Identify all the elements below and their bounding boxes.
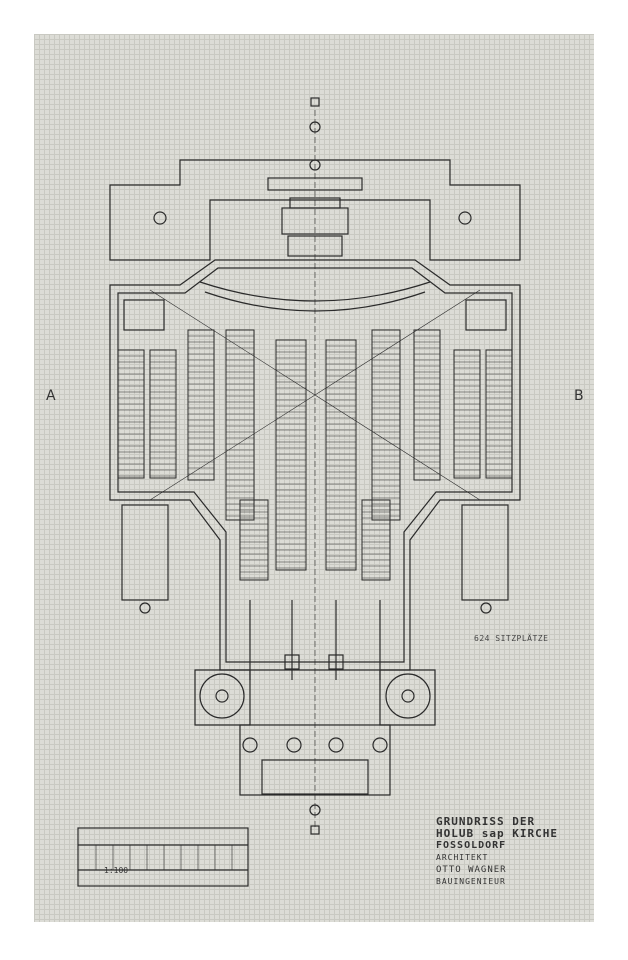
pew-block (325, 339, 357, 571)
pew-block (275, 339, 307, 571)
pew-blocks (117, 329, 513, 581)
scale-label: 1:100 (104, 866, 129, 875)
title-line: HOLUB sap KIRCHE (436, 827, 558, 840)
left-stair (121, 504, 169, 601)
portico (239, 724, 391, 796)
pew-block (187, 329, 215, 481)
entrance-steps (261, 759, 369, 795)
section-mark-b: B (574, 388, 584, 404)
north-axis-marker (310, 97, 320, 107)
left-spiral-stair (199, 673, 245, 719)
title-line: OTTO WAGNER (436, 865, 507, 875)
scale-bar (77, 827, 249, 887)
section-mark-a: A (46, 388, 56, 404)
apse-outline (109, 159, 521, 261)
right-stair (461, 504, 509, 601)
pew-block (239, 499, 269, 581)
pew-block (485, 349, 513, 479)
title-line: GRUNDRISS DER (436, 815, 536, 828)
pew-block (149, 349, 177, 479)
pew-block (361, 499, 391, 581)
pew-block (225, 329, 255, 521)
pew-block (413, 329, 441, 481)
title-block: GRUNDRISS DER HOLUB sap KIRCHE FOSSOLDOR… (436, 816, 566, 888)
nave-outline (109, 259, 521, 671)
pew-block (117, 349, 145, 479)
south-axis-marker (310, 825, 320, 835)
title-line: FOSSOLDORF (436, 840, 507, 851)
title-line: ARCHITEKT (436, 853, 489, 862)
seat-count-note: 624 SITZPLÄTZE (474, 634, 549, 643)
pew-block (371, 329, 401, 521)
title-line: BAUINGENIEUR (436, 877, 506, 886)
pew-block (453, 349, 481, 479)
right-spiral-stair (385, 673, 431, 719)
